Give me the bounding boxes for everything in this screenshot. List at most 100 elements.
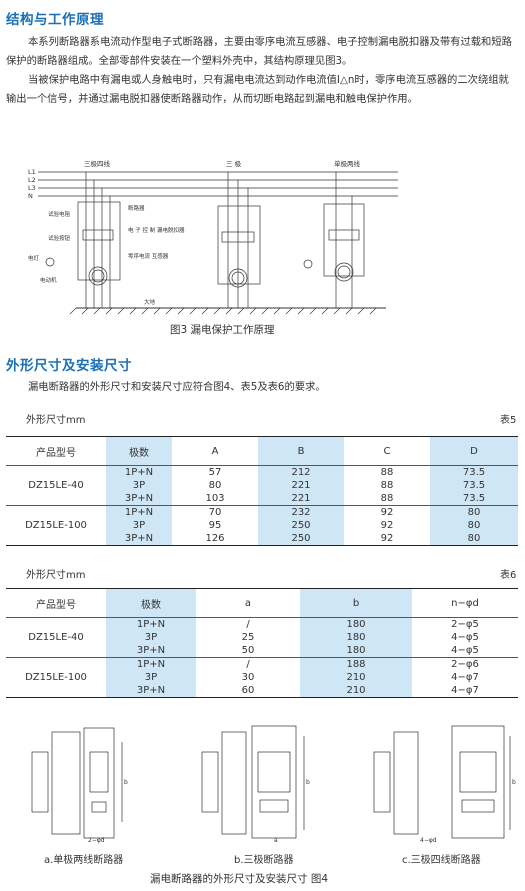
model-cell: DZ15LE-100 [6, 505, 106, 546]
cell: 57 [208, 467, 222, 478]
table-row: 3P 30 210 4−φ7 [6, 671, 518, 684]
cell: 30 [241, 672, 255, 683]
line-label-l1: L1 [28, 168, 36, 176]
paragraph-1: 本系列断路器系电流动作型电子式断路器，主要由零序电流互感器、电子控制漏电脱扣器及… [6, 36, 512, 67]
col-model: 产品型号 [6, 436, 106, 466]
cell: 3P [106, 479, 172, 492]
col-b: B [258, 436, 344, 466]
cell: 70 [208, 507, 222, 518]
cell: 3P [106, 519, 172, 532]
figure4-caption: 漏电断路器的外形尺寸及安装尺寸 图4 [150, 873, 329, 885]
cell: 221 [258, 492, 344, 506]
col-a: A [172, 436, 258, 466]
cell: 80 [430, 532, 518, 546]
line-label-l3: L3 [28, 184, 36, 192]
model-cell: DZ15LE-40 [6, 465, 106, 506]
col-holes: n−φd [412, 588, 518, 618]
paragraph-2: 当被保护电路中有漏电或人身触电时，只有漏电电流达到动作电流值I△n时，零序电流互… [6, 74, 509, 105]
cell: 80 [430, 519, 518, 532]
col-model: 产品型号 [6, 588, 106, 618]
intro-text: 漏电断路器的外形尺寸和安装尺寸应符合图4、表5及表6的要求。 [28, 381, 326, 393]
table-row: DZ15LE-40 1P+N 57 212 88 73.5 [6, 465, 518, 506]
cell: 50 [196, 644, 300, 658]
label-ground: 大地 [144, 298, 156, 306]
table-row: 3P+N 60 210 4−φ7 [6, 684, 518, 698]
cell: 126 [172, 532, 258, 546]
cell: 92 [380, 520, 394, 531]
col-c: C [344, 436, 430, 466]
line-label-l2: L2 [28, 176, 36, 184]
dim-b: b [124, 779, 128, 786]
dim-a: a [274, 837, 278, 844]
cell: 3P+N [106, 684, 196, 698]
label-motor: 电动机 [40, 276, 57, 284]
structure-text: 本系列断路器系电流动作型电子式断路器，主要由零序电流互感器、电子控制漏电脱扣器及… [6, 33, 518, 109]
table-row: DZ15LE-100 1P+N / 188 2−φ6 [6, 657, 518, 698]
cell: 1P+N [106, 465, 172, 479]
table-row: DZ15LE-100 1P+N 70 232 92 80 [6, 505, 518, 546]
cell: 2−φ6 [451, 659, 479, 670]
cell: 250 [258, 519, 344, 532]
table6: 产品型号 极数 a b n−φd DZ15LE-40 1P+N / 180 2−… [6, 588, 518, 698]
cell: 180 [300, 631, 412, 644]
cell: 92 [344, 532, 430, 546]
label-breaker: 断路器 [128, 204, 145, 212]
cell: 212 [258, 465, 344, 479]
label-lamp: 电灯 [28, 254, 40, 262]
dim-phi4: 4−φd [420, 837, 437, 844]
figure4c-drawing: b 4−φd [373, 725, 516, 844]
cell: 4−φ7 [451, 672, 479, 683]
cell: 188 [300, 657, 412, 671]
dim-b: b [512, 779, 516, 786]
figure3-diagram: 三极四线 三 极 单极两线 L1 L2 L3 N 断路器 试验电阻 试验按钮 电… [28, 159, 398, 315]
cell: 80 [208, 480, 222, 491]
cell: 221 [258, 479, 344, 492]
breaker-3p [217, 172, 261, 308]
breaker-1p2w [303, 172, 365, 308]
dim-phi: 2−φd [88, 837, 105, 844]
table-row: 3P+N 50 180 4−φ5 [6, 644, 518, 658]
cell: 80 [430, 505, 518, 519]
cell: 232 [258, 505, 344, 519]
cell: 1P+N [106, 617, 196, 631]
cell: / [246, 659, 250, 670]
model-cell: DZ15LE-100 [6, 657, 106, 698]
group-label-1p2w: 单极两线 [334, 159, 361, 168]
cell: 210 [300, 671, 412, 684]
cell: / [246, 619, 250, 630]
cell: 250 [258, 532, 344, 546]
cell: 92 [380, 507, 394, 518]
cell: 73.5 [430, 465, 518, 479]
cell: 4−φ7 [412, 684, 518, 698]
figure4a-caption: a.单极两线断路器 [44, 855, 124, 866]
col-a: a [196, 588, 300, 618]
col-poles: 极数 [106, 436, 172, 466]
cell: 25 [241, 632, 255, 643]
dimensions-intro: 漏电断路器的外形尺寸和安装尺寸应符合图4、表5及表6的要求。 [6, 378, 518, 397]
figure4c-caption: c.三极四线断路器 [402, 855, 481, 866]
figure4b-caption: b.三极断路器 [234, 855, 294, 866]
cell: 3P+N [106, 644, 196, 658]
label-test-resistor: 试验电阻 [48, 210, 71, 218]
model-cell: DZ15LE-40 [6, 617, 106, 658]
bus-lines [38, 171, 398, 197]
table-row: DZ15LE-40 1P+N / 180 2−φ5 [6, 617, 518, 658]
section-title-structure: 结构与工作原理 [6, 12, 104, 28]
cell: 73.5 [430, 479, 518, 492]
col-poles: 极数 [106, 588, 196, 618]
cell: 3P+N [106, 492, 172, 506]
table5-number: 表5 [500, 415, 517, 426]
cell: 88 [380, 480, 394, 491]
figure4a-drawing: b 2−φd [31, 727, 128, 844]
cell: 3P+N [106, 532, 172, 546]
cell: 2−φ5 [451, 619, 479, 630]
label-ct: 零序电流 互感器 [128, 252, 169, 260]
cell: 103 [172, 492, 258, 506]
cell: 1P+N [106, 505, 172, 519]
table5: 产品型号 极数 A B C D DZ15LE-40 1P+N 57 212 88… [6, 436, 518, 546]
group-label-3p: 三 极 [226, 159, 242, 168]
table5-label: 外形尺寸mm [26, 415, 86, 426]
table-row: 3P+N 126 250 92 80 [6, 532, 518, 546]
cell: 95 [208, 520, 222, 531]
group-label-3p4w: 三极四线 [84, 159, 111, 168]
